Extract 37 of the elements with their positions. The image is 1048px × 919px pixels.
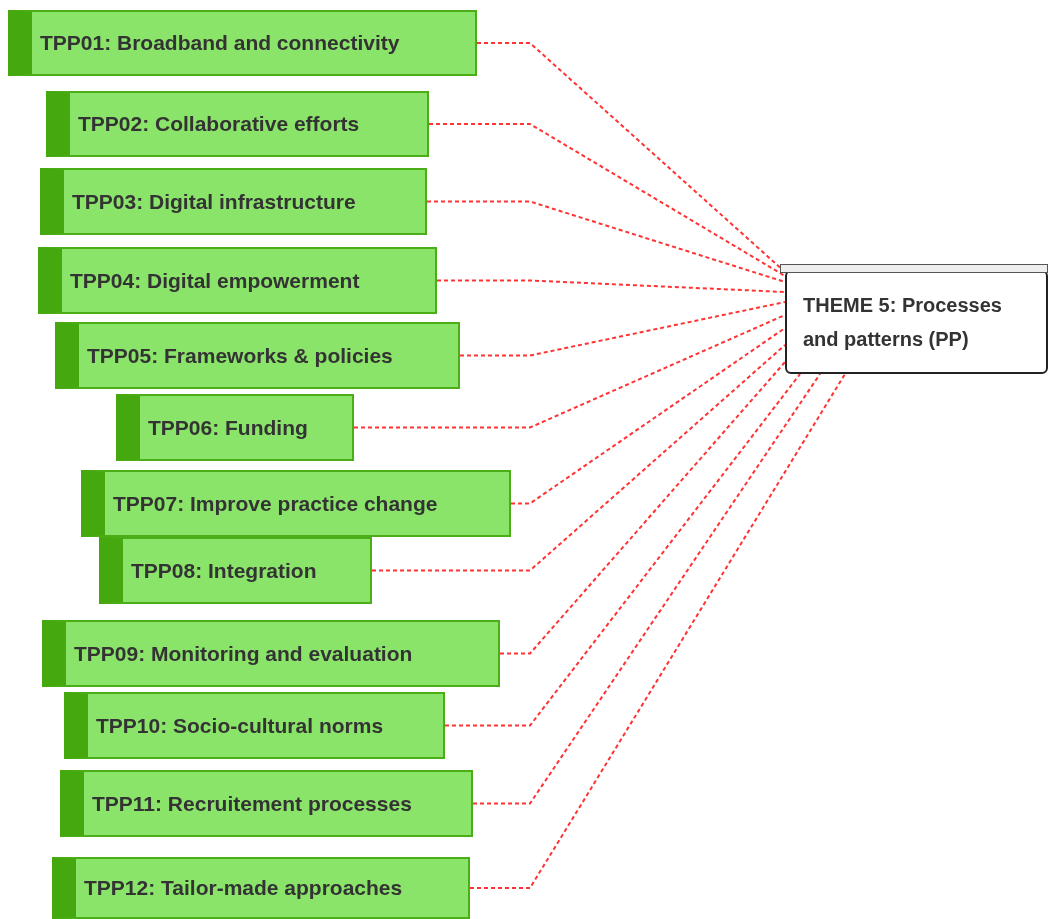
theme-box <box>785 270 1048 374</box>
dashed-connector <box>499 361 786 655</box>
topic-box <box>46 91 429 157</box>
dashed-connector <box>353 314 786 429</box>
topic-label: TPP04: Digital empowerment <box>70 267 360 294</box>
topic-box <box>55 322 460 389</box>
topic-box <box>81 470 511 537</box>
topic-label: TPP09: Monitoring and evaluation <box>74 640 413 667</box>
dashed-connector <box>444 373 801 727</box>
dashed-connector <box>371 344 786 572</box>
dashed-connector <box>428 123 786 277</box>
dashed-connector <box>472 373 821 805</box>
topic-box <box>38 247 437 314</box>
topic-label: TPP08: Integration <box>131 557 317 584</box>
topic-label: TPP10: Socio-cultural norms <box>96 712 384 739</box>
dashed-connector <box>436 279 786 293</box>
topic-box <box>52 857 470 919</box>
topic-box <box>60 770 473 837</box>
topic-label: TPP01: Broadband and connectivity <box>40 30 400 57</box>
topic-label: TPP07: Improve practice change <box>113 490 438 517</box>
dashed-connector <box>426 200 786 283</box>
topic-box <box>99 537 372 604</box>
dashed-connector <box>510 327 786 505</box>
theme-label: THEME 5: Processes and patterns (PP) <box>803 293 1003 352</box>
topic-box <box>8 10 477 76</box>
topic-box <box>116 394 354 461</box>
topic-label: TPP06: Funding <box>148 414 308 441</box>
topic-label: TPP03: Digital infrastructure <box>72 188 356 215</box>
dashed-connector <box>469 373 846 889</box>
topic-box <box>64 692 445 759</box>
topic-label: TPP11: Recruitement processes <box>92 790 412 817</box>
topic-label: TPP12: Tailor-made approaches <box>84 875 403 902</box>
dashed-connector <box>459 301 786 357</box>
topic-label: TPP02: Collaborative efforts <box>78 111 360 138</box>
topic-box <box>40 168 427 235</box>
topic-label: TPP05: Frameworks & policies <box>87 342 393 369</box>
topic-box <box>42 620 500 687</box>
